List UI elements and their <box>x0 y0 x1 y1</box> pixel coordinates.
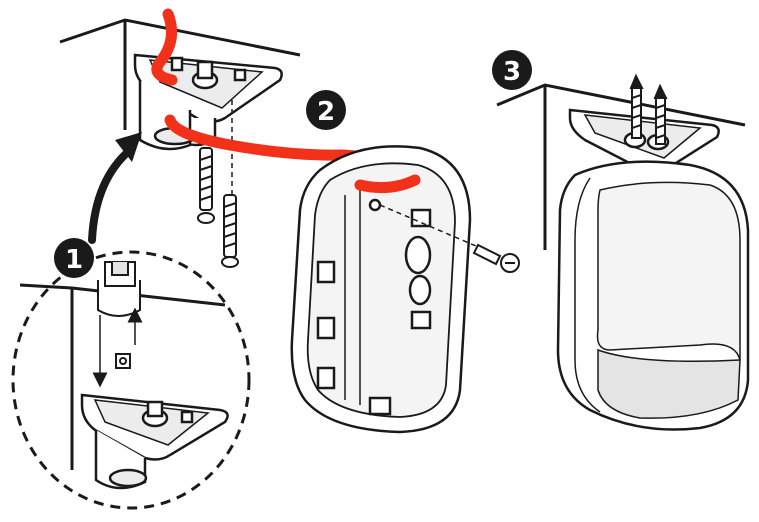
wall-corner-top-left <box>59 18 301 130</box>
wall-corner-top-right <box>496 83 746 250</box>
detail-wall-corner <box>19 283 226 470</box>
step-3-badge: 3 <box>492 50 532 90</box>
detail-bracket-base <box>80 393 229 490</box>
step-3-number: 3 <box>503 57 521 87</box>
red-cable-in-base <box>354 174 421 194</box>
step-1-badge: 1 <box>54 238 94 278</box>
red-cable-wall <box>151 8 178 86</box>
curved-arrow-step1 <box>88 146 134 244</box>
pir-detector-mounted <box>556 160 750 431</box>
detector-back-base <box>290 145 472 434</box>
wall-screw-left <box>197 147 215 224</box>
step-1-number: 1 <box>65 245 83 275</box>
bracket-screw-b <box>653 83 668 145</box>
detail-nut <box>115 353 131 369</box>
step-2-number: 2 <box>317 97 335 127</box>
step-2-badge: 2 <box>306 90 346 130</box>
bracket-screw-a <box>629 73 644 139</box>
curved-arrow-head <box>115 132 142 162</box>
wall-screw-right <box>221 194 239 268</box>
detail-swivel-top <box>97 261 141 317</box>
fixing-screw-step2 <box>472 243 520 273</box>
screw-insert-guide <box>379 204 491 253</box>
